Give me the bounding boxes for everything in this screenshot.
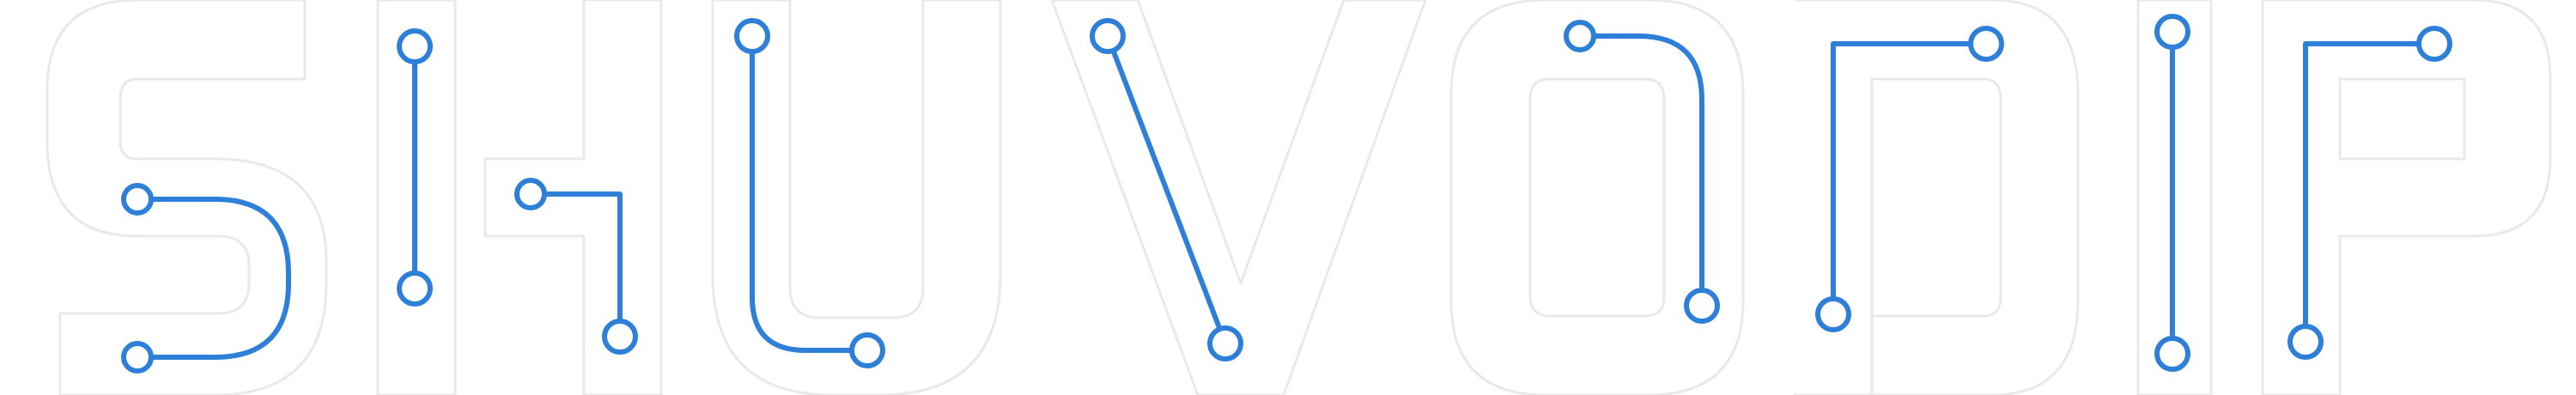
- trace-letter-r: [1831, 41, 1989, 317]
- node-h-bottom: [397, 270, 433, 307]
- outline-letter-o: [1449, 0, 1745, 395]
- node-h-top: [397, 28, 433, 64]
- trace-letter-u: [750, 33, 870, 353]
- outline-letter-i: [2136, 0, 2213, 395]
- node-v-bottom: [1207, 325, 1243, 362]
- trace-letter-h-step: [528, 191, 623, 339]
- node-i-top: [2154, 14, 2190, 50]
- letter-outlines: [46, 0, 2552, 395]
- node-u-bottom: [849, 332, 885, 368]
- node-s-bottom: [121, 341, 154, 374]
- trace-letter-p: [2303, 41, 2437, 344]
- node-o-bottom: [1684, 288, 1720, 324]
- circuit-traces: [135, 29, 2437, 360]
- node-p-bottom: [2287, 324, 2324, 360]
- node-p-right: [2416, 26, 2452, 62]
- node-r-right: [1968, 26, 2004, 62]
- outline-letter-p: [2261, 0, 2552, 395]
- node-h-step-end: [602, 319, 638, 355]
- outline-letter-r: [1793, 0, 2080, 395]
- node-i-bottom: [2154, 336, 2190, 372]
- node-h-step-start: [514, 178, 547, 210]
- trace-letter-v: [1105, 33, 1228, 346]
- node-u-top: [734, 18, 770, 54]
- outline-letter-u: [711, 0, 1002, 395]
- outline-letter-v: [1050, 0, 1427, 395]
- node-s-top: [121, 183, 154, 216]
- node-v-top: [1090, 18, 1126, 54]
- trace-letter-o: [1577, 33, 1704, 308]
- node-r-bottom: [1815, 296, 1851, 332]
- trace-letter-s: [135, 197, 291, 360]
- outline-letter-h: [376, 0, 663, 395]
- circuit-nodes: [121, 14, 2452, 374]
- node-o-top: [1564, 20, 1596, 52]
